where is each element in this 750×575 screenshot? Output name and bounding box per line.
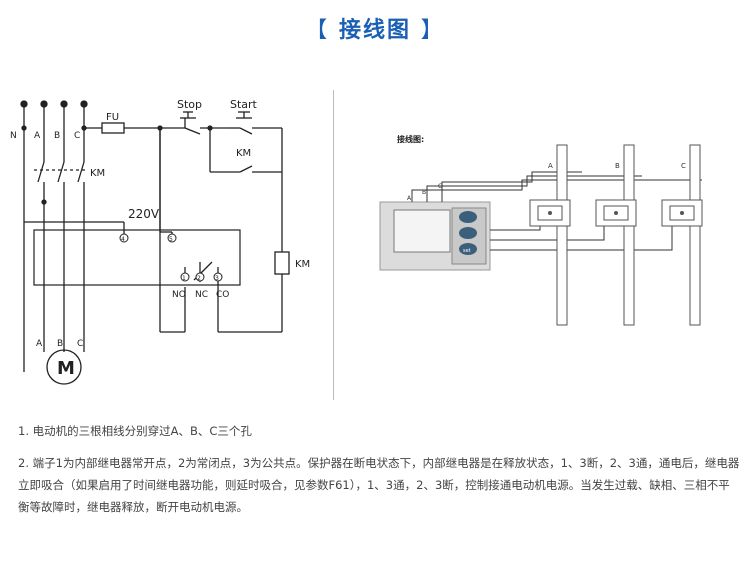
notes: 1. 电动机的三根相线分别穿过A、B、C三个孔 2. 端子1为内部继电器常开点，… — [18, 420, 740, 528]
label-c: C — [74, 131, 80, 141]
wire-label-c: C — [438, 183, 442, 190]
page-title: 【 接线图 】 — [0, 12, 750, 44]
label-b: B — [54, 131, 60, 141]
terminal-co: CO — [216, 290, 229, 300]
phase-label-c: C — [681, 162, 686, 170]
stop-label: Stop — [177, 98, 202, 111]
start-label: Start — [230, 98, 258, 111]
set-button-label: set — [463, 248, 471, 254]
motor-label-b: B — [57, 339, 63, 349]
main-contacts-label: KM — [90, 168, 105, 179]
terminal-3: 3 — [215, 275, 219, 282]
coil-label: KM — [295, 259, 310, 270]
motor-label-c: C — [77, 339, 83, 349]
motor-label-a: A — [36, 339, 43, 349]
voltage-label: 220V — [128, 207, 160, 221]
phase-label-a: A — [548, 162, 553, 170]
wire-label-a: A — [407, 195, 412, 202]
right-heading: 接线图: — [397, 134, 424, 144]
terminal-4: 4 — [121, 236, 125, 243]
terminal-2: 2 — [197, 275, 201, 282]
label-a: A — [34, 131, 41, 141]
wire-label-b: B — [422, 189, 426, 196]
protector-wiring-diagram: 接线图: set A B C A B C — [379, 134, 703, 326]
note-2: 2. 端子1为内部继电器常开点，2为常闭点，3为公共点。保护器在断电状态下，内部… — [18, 456, 740, 514]
motor-symbol: M — [57, 358, 75, 379]
motor-control-wiring-diagram: N A B C FU Stop Start KM KM 220V KM NO N… — [10, 98, 310, 385]
terminal-1: 1 — [182, 275, 186, 282]
phase-label-b: B — [615, 162, 620, 170]
bracket-right: 】 — [420, 18, 445, 43]
terminal-no: NO — [172, 290, 186, 300]
diagram-divider — [333, 90, 334, 400]
bracket-left: 【 — [305, 18, 330, 43]
label-n: N — [10, 131, 17, 141]
fuse-label: FU — [106, 112, 119, 123]
note-1: 1. 电动机的三根相线分别穿过A、B、C三个孔 — [18, 424, 252, 438]
terminal-nc: NC — [195, 290, 208, 300]
hold-contact-label: KM — [236, 148, 251, 159]
terminal-5: 5 — [169, 236, 173, 243]
title-text: 接线图 — [338, 18, 411, 43]
